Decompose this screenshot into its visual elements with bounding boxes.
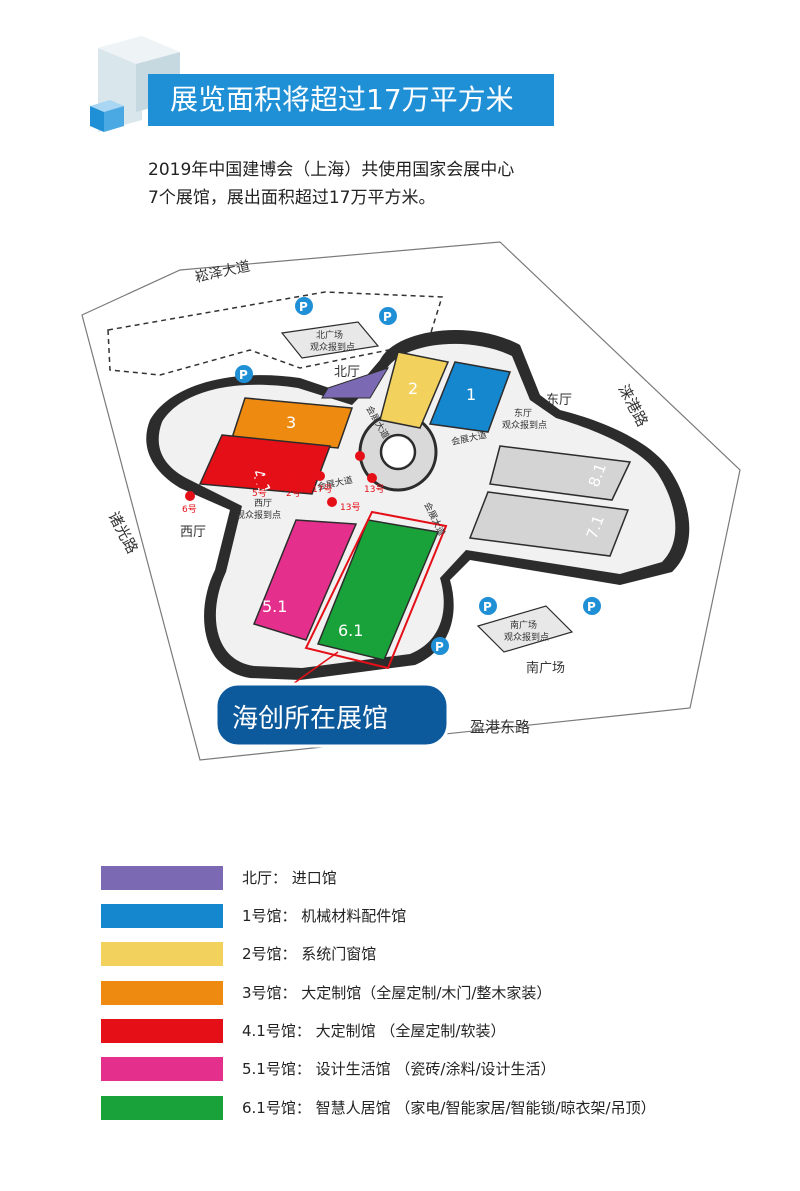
hall-3 [230,397,354,449]
road-south-label: 盈港东路 [470,718,530,736]
svg-text:P: P [299,300,308,314]
hall-2 [379,351,450,429]
metro-label-5: 5号 [252,488,267,499]
parking-icon: P [235,365,253,383]
hall-6-1 [316,519,440,661]
hall-1 [428,361,512,433]
hall-7-1 [468,491,630,557]
metro-icon [355,451,365,461]
east-plaza-label-2: 观众报到点 [502,419,547,431]
west-plaza-label-1: 西厅 [254,498,272,509]
metro-icon [185,491,195,501]
intro-line-2: 7个展馆，展出面积超过17万平方米。 [148,188,436,208]
hall-2-label: 2 [408,379,418,398]
hall-5-1-label: 5.1 [262,597,287,616]
metro-icon [367,473,377,483]
hall-6-1-highlight [304,510,448,670]
legend-swatch-hall-5-1 [101,1057,223,1081]
north-hall [321,367,390,399]
hall-8-1 [489,445,632,501]
north-dashed-zone [107,291,444,376]
west-hall-label: 西厅 [180,525,206,540]
north-plaza-label-2: 观众报到点 [310,341,355,353]
center-ring-hole [379,433,417,471]
svg-text:P: P [383,310,392,324]
parking-icon: P [379,307,397,325]
south-plaza-name-label: 南广场 [526,660,565,676]
legend-swatch-hall-6-1 [101,1096,223,1120]
parking-icon: P [431,637,449,655]
metro-icon [315,471,325,481]
south-plaza-label-2: 观众报到点 [504,631,549,643]
legend-label-hall-4-1: 4.1号馆： 大定制馆 （全屋定制/软装） [242,1022,506,1040]
parking-icon: P [295,297,313,315]
intro-line-1: 2019年中国建博会（上海）共使用国家会展中心 [148,160,515,180]
legend-swatch-hall-1 [101,904,223,928]
svg-text:P: P [239,368,248,382]
east-hall-label: 东厅 [546,393,572,408]
legend-swatch-hall-2 [101,942,223,966]
hall-3-label: 3 [286,413,296,432]
hall-4-1 [198,434,332,495]
west-plaza-label-2: 观众报到点 [236,509,281,521]
north-hall-label: 北厅 [334,365,360,380]
south-plaza [476,605,574,653]
callout-pointer [289,651,339,687]
legend-label-hall-1: 1号馆： 机械材料配件馆 [242,907,407,925]
legend-swatch-hall-4-1 [101,1019,223,1043]
north-plaza [280,321,380,359]
metro-label-13b: 13号 [340,502,360,513]
metro-label-17: 17号 [312,484,332,495]
hall-1-label: 1 [466,385,476,404]
legend-label-hall-6-1: 6.1号馆： 智慧人居馆 （家电/智能家居/智能锁/晾衣架/吊顶） [242,1099,656,1117]
legend-label-hall-5-1: 5.1号馆： 设计生活馆 （瓷砖/涂料/设计生活） [242,1060,556,1078]
east-plaza-label-1: 东厅 [514,407,532,419]
hall-6-1-label: 6.1 [338,621,363,640]
page-title: 展览面积将超过17万平方米 [170,83,514,116]
metro-icon [287,475,297,485]
title-banner [148,74,554,126]
svg-text:P: P [483,600,492,614]
parking-markers: P P P P P P [235,297,601,655]
south-plaza-label-1: 南广场 [510,619,537,631]
legend-label-hall-2: 2号馆： 系统门窗馆 [242,945,377,963]
metro-label-2: 2号 [286,488,301,499]
venue-map: 崧泽大道 涞港路 诸光路 盈港东路 2 1 3 4.1 8.1 7.1 5.1 … [81,241,741,761]
callout-badge [214,682,450,748]
metro-label-13a: 13号 [364,484,384,495]
metro-icon [327,497,337,507]
metro-icon [255,475,265,485]
callout-text: 海创所在展馆 [232,704,388,734]
north-plaza-label-1: 北广场 [316,329,343,341]
legend-swatch-hall-3 [101,981,223,1005]
parking-icon: P [479,597,497,615]
legend-label-hall-3: 3号馆： 大定制馆（全屋定制/木门/整木家装） [242,984,552,1002]
svg-text:P: P [435,640,444,654]
metro-markers [185,451,377,507]
hall-5-1 [252,519,358,641]
svg-text:P: P [587,600,596,614]
legend-label-north-hall: 北厅： 进口馆 [242,869,337,887]
metro-label-6: 6号 [182,504,197,515]
parking-icon: P [583,597,601,615]
legend-swatch-north-hall [101,866,223,890]
